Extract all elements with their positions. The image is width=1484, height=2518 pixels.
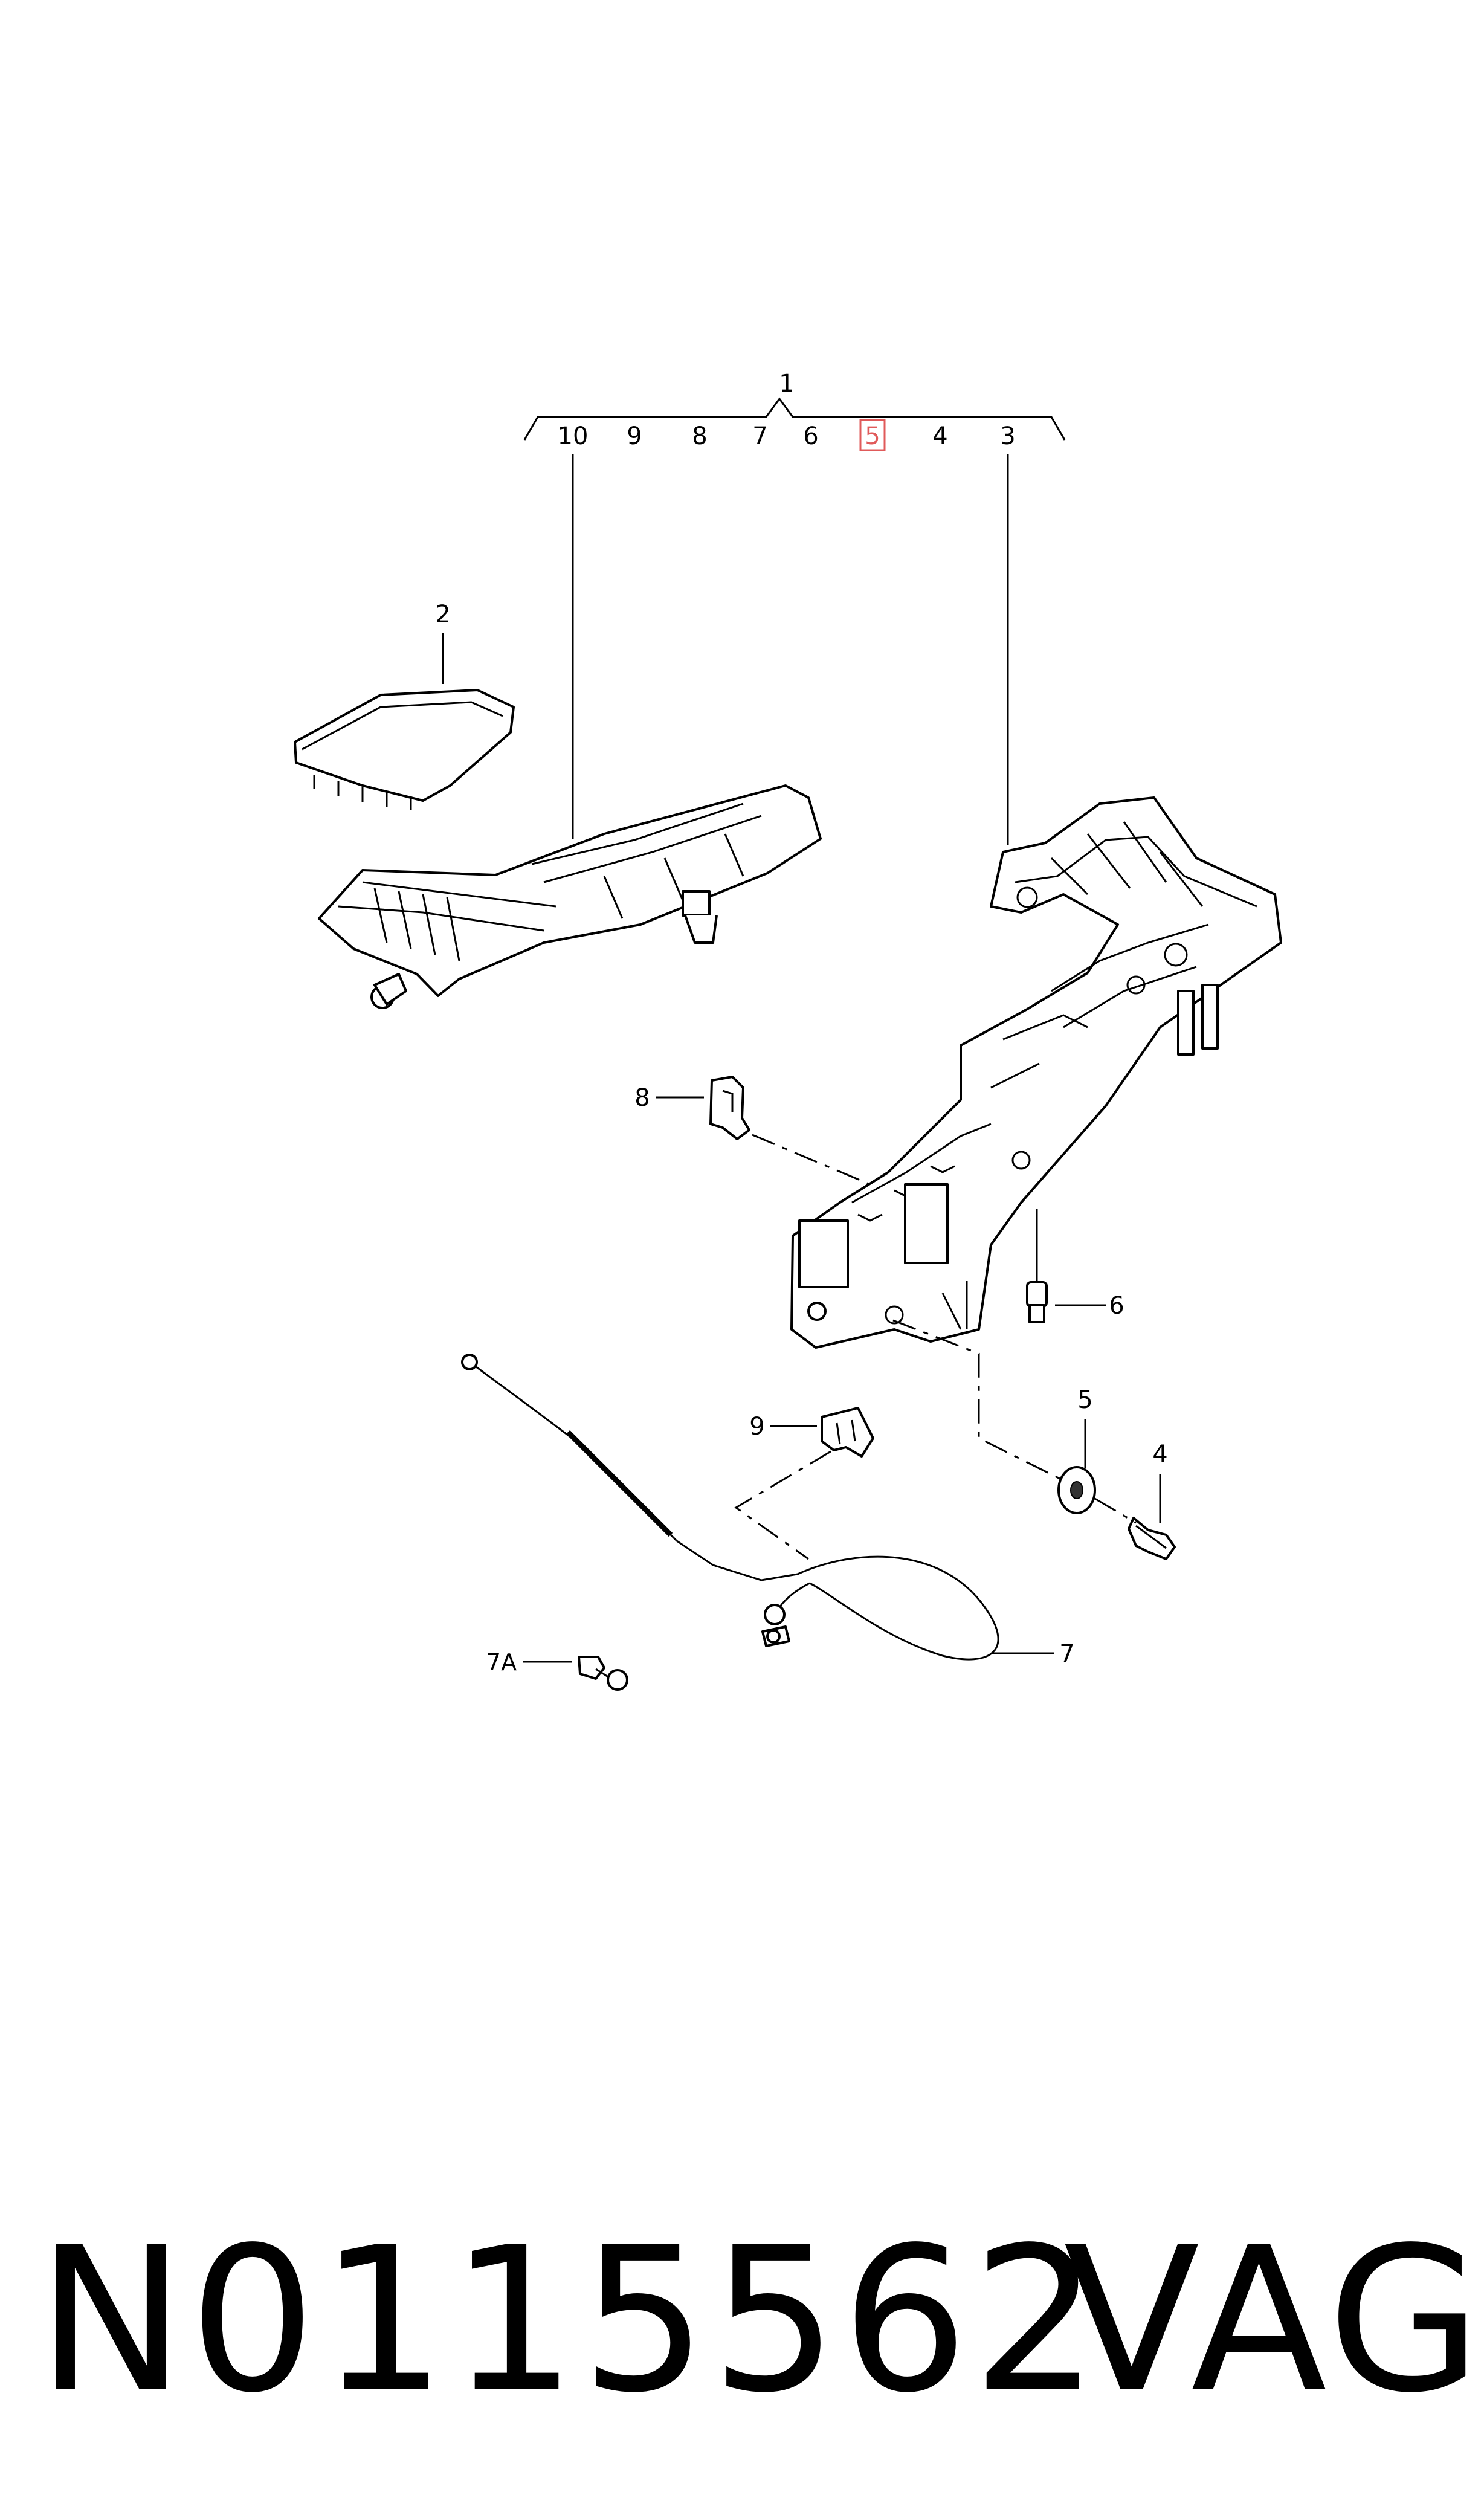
part-2-cover: [294, 689, 515, 810]
label-6[interactable]: 6: [1109, 1292, 1124, 1320]
part-10-lever-assembly: [318, 784, 822, 1009]
label-7[interactable]: 7: [1059, 1640, 1074, 1668]
part-9-clip: [821, 1407, 874, 1458]
label-5-top[interactable]: 5: [865, 422, 880, 450]
label-7-top[interactable]: 7: [752, 422, 767, 450]
label-9[interactable]: 9: [749, 1413, 764, 1441]
assembly-bracket: [523, 397, 1066, 441]
label-4-top[interactable]: 4: [932, 422, 947, 450]
part-4-bolt: [1128, 1517, 1176, 1560]
label-8-top[interactable]: 8: [692, 422, 707, 450]
diagram-code: N0115562: [36, 2204, 1103, 2436]
part-7a-ball-stud: [578, 1656, 628, 1691]
label-1[interactable]: 1: [779, 370, 794, 398]
label-6-top[interactable]: 6: [803, 422, 818, 450]
label-7a[interactable]: 7A: [486, 1649, 517, 1676]
part-5-washer: [1057, 1466, 1096, 1514]
label-8[interactable]: 8: [634, 1084, 650, 1112]
part-3-bracket: [790, 796, 1282, 1349]
brand-label: VAG: [1063, 2204, 1484, 2436]
label-3-top[interactable]: 3: [1000, 422, 1015, 450]
label-2[interactable]: 2: [435, 601, 450, 628]
part-6-screw: [1026, 1281, 1048, 1323]
label-9-top[interactable]: 9: [627, 422, 642, 450]
highlight-box-5: [859, 419, 886, 451]
part-7-cable: [461, 1354, 999, 1661]
part-8-clip: [709, 1076, 750, 1140]
label-4[interactable]: 4: [1152, 1441, 1167, 1468]
label-10-top[interactable]: 10: [558, 422, 589, 450]
label-5[interactable]: 5: [1077, 1386, 1092, 1414]
